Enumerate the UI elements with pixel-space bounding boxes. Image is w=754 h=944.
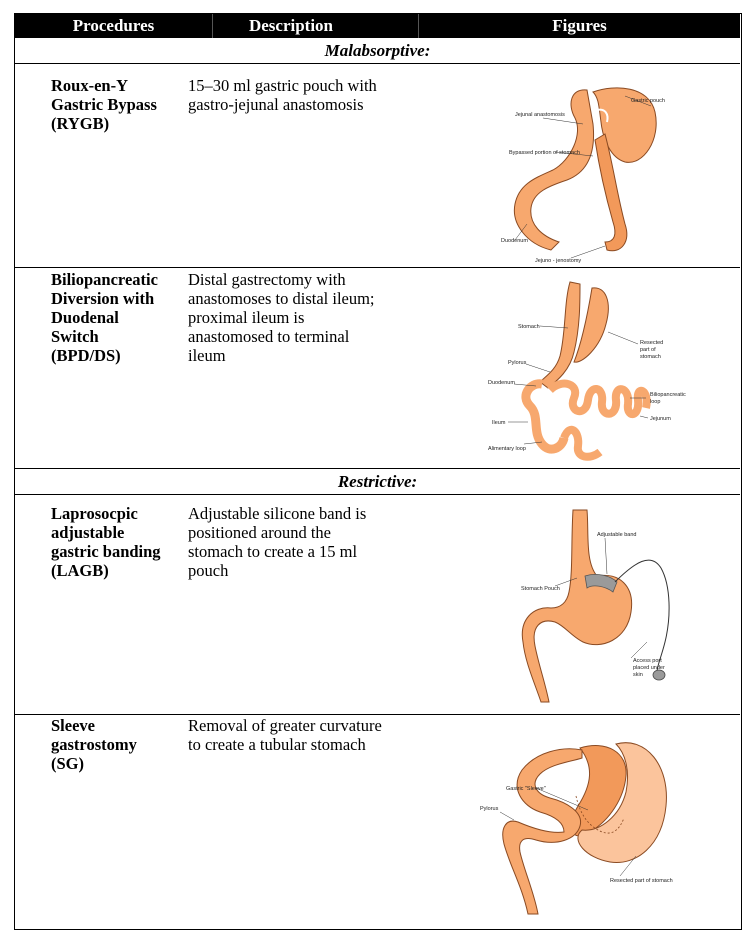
label-jejuno-jenostomy: Jejuno - jenostomy [535, 258, 581, 264]
description-line: Adjustable silicone band is [188, 504, 367, 523]
label-stomach-pouch: Stomach Pouch [521, 586, 560, 592]
figure-bpd-ds: Stomach Resected part of stomach Pylorus… [470, 272, 700, 467]
figure-lagb: Adjustable band Stomach Pouch Access por… [485, 502, 705, 707]
label-access-port: Access port [633, 658, 662, 664]
description-line: positioned around the [188, 523, 331, 542]
divider [15, 267, 740, 268]
procedure-line: Sleeve [51, 716, 95, 735]
procedure-line: (RYGB) [51, 114, 110, 133]
section-malabsorptive: Malabsorptive: [324, 41, 431, 60]
description-line: 15–30 ml gastric pouch with [188, 76, 377, 95]
divider [15, 468, 740, 469]
label-jejunum: Jejunum [650, 416, 671, 422]
procedure-line: Duodenal [51, 308, 119, 327]
label-loop: loop [650, 399, 660, 405]
divider [15, 63, 740, 64]
procedure-sg: Sleeve gastrostomy (SG) [51, 716, 171, 773]
description-line: proximal ileum is [188, 308, 305, 327]
label-bypassed-portion: Bypassed portion of stomach [509, 150, 580, 156]
description-lagb: Adjustable silicone band is positioned a… [188, 504, 388, 580]
label-resected: Resected [640, 340, 663, 346]
header-blank-cell [369, 14, 419, 38]
label-duodenum: Duodenum [488, 380, 515, 386]
label-duodenum: Duodenum [501, 238, 528, 244]
header-description: Description [248, 16, 334, 35]
procedure-line: Laprosocpic [51, 504, 138, 523]
label-pylorus: Pylorus [480, 806, 499, 812]
label-biliopancreatic: Biliopancreatic [650, 392, 686, 398]
label-gastric-pouch: Gastric pouch [631, 98, 665, 104]
procedure-lagb: Laprosocpic adjustable gastric banding (… [51, 504, 171, 580]
procedures-table: Procedures Description Figures Malabsorp… [14, 13, 742, 930]
procedure-line: Biliopancreatic [51, 270, 158, 289]
label-alimentary-loop: Alimentary loop [488, 446, 526, 452]
label-stomach: Stomach [518, 324, 540, 330]
procedure-line: Roux-en-Y [51, 76, 128, 95]
procedure-line: (BPD/DS) [51, 346, 121, 365]
label-resected-part: Resected part of stomach [610, 878, 673, 884]
section-restrictive: Restrictive: [337, 472, 418, 491]
procedure-line: gastrostomy [51, 735, 137, 754]
procedure-rygb: Roux-en-Y Gastric Bypass (RYGB) [51, 76, 171, 133]
header-figures: Figures [552, 16, 607, 35]
procedure-line: Switch [51, 327, 99, 346]
figure-sg: Gastric "Sleeve" Pylorus Resected part o… [470, 736, 710, 921]
description-bpd-ds: Distal gastrectomy with anastomoses to d… [188, 270, 388, 365]
description-line: ileum [188, 346, 226, 365]
description-sg: Removal of greater curvature to create a… [188, 716, 388, 754]
label-part-of: part of [640, 347, 656, 353]
table-header-row: Procedures Description Figures [15, 14, 740, 38]
description-rygb: 15–30 ml gastric pouch with gastro-jejun… [188, 76, 388, 114]
description-line: Distal gastrectomy with [188, 270, 346, 289]
procedure-line: (SG) [51, 754, 84, 773]
label-jejunal-anastomosis: Jejunal anastomosis [515, 112, 565, 118]
procedure-line: adjustable [51, 523, 125, 542]
procedure-bpd-ds: Biliopancreatic Diversion with Duodenal … [51, 270, 171, 365]
procedure-line: gastric banding [51, 542, 161, 561]
description-line: anastomoses to distal ileum; [188, 289, 375, 308]
divider [15, 494, 740, 495]
procedure-line: Diversion with [51, 289, 155, 308]
label-pylorus: Pylorus [508, 360, 527, 366]
label-ileum: Ileum [492, 420, 506, 426]
label-skin: skin [633, 672, 643, 678]
label-adjustable-band: Adjustable band [597, 532, 636, 538]
divider [15, 714, 740, 715]
figure-rygb: Gastric pouch Jejunal anastomosis Bypass… [475, 74, 705, 264]
label-stomach-2: stomach [640, 354, 661, 360]
procedure-line: Gastric Bypass [51, 95, 157, 114]
label-gastric-sleeve: Gastric "Sleeve" [506, 786, 546, 792]
description-line: Removal of greater curvature [188, 716, 382, 735]
description-line: gastro-jejunal anastomosis [188, 95, 364, 114]
description-line: anastomosed to terminal [188, 327, 350, 346]
label-placed-under: placed under [633, 665, 665, 671]
procedure-line: (LAGB) [51, 561, 109, 580]
description-line: stomach to create a 15 ml [188, 542, 358, 561]
description-line: pouch [188, 561, 229, 580]
description-line: to create a tubular stomach [188, 735, 366, 754]
header-procedures: Procedures [15, 14, 213, 38]
